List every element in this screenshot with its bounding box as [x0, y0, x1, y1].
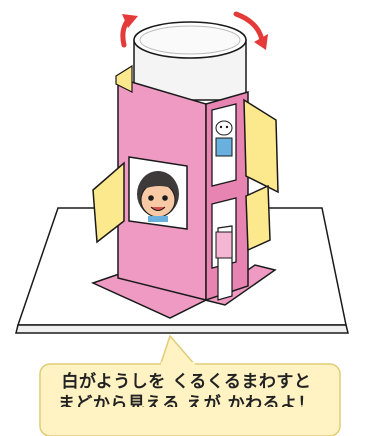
- figure-in-window-icon: [215, 120, 233, 157]
- child-face-icon: [137, 171, 179, 222]
- callout-line-2: まどから見える えが かわるよ！: [57, 394, 316, 407]
- callout-line-1: 白がようしを くるくるまわすと: [61, 372, 312, 392]
- pink-item: [215, 231, 233, 259]
- rotate-right-arrow-icon: [233, 11, 265, 43]
- callout-box: [39, 334, 341, 436]
